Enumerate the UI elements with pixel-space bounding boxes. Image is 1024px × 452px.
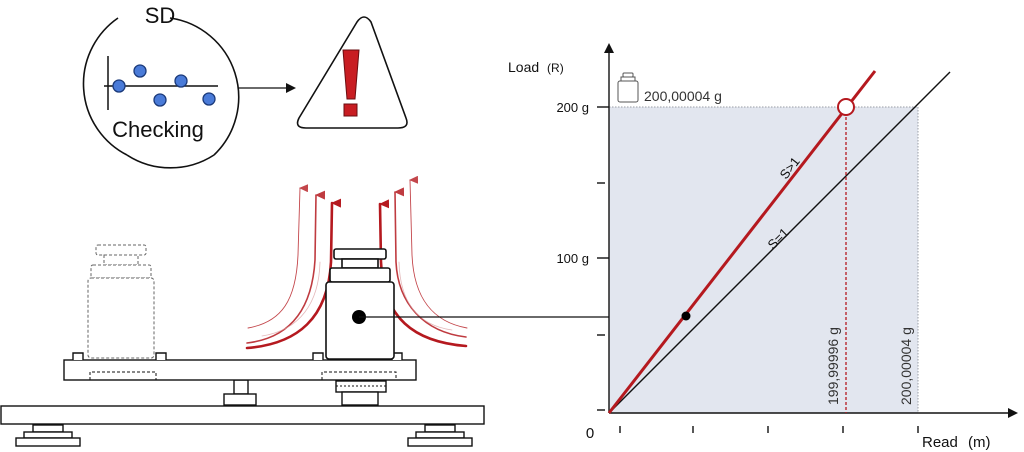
line-unity-sensitivity <box>608 71 951 414</box>
origin-label: 0 <box>586 425 594 442</box>
x-marker-right-label: 200,00004 g <box>898 327 914 405</box>
y-tick-label-100: 100 g <box>556 251 589 266</box>
y-ticks <box>597 106 609 411</box>
test-weight <box>325 248 395 360</box>
y-tick-label-200: 200 g <box>556 100 589 115</box>
sd-scatter-points <box>112 64 216 107</box>
balance-base-plate <box>0 405 485 425</box>
sd-point <box>112 79 126 93</box>
x-axis-label: Read <box>922 434 958 451</box>
x-axis-title: Read (m) <box>922 434 991 451</box>
y-axis-title: Load (R) <box>508 59 564 75</box>
sd-point <box>133 64 147 78</box>
x-marker-left-label: 199,99996 g <box>825 327 841 405</box>
sd-point <box>202 92 216 106</box>
balance-foot-left <box>15 424 81 447</box>
sd-point <box>174 74 188 88</box>
calibration-chart: 100 g 200 g 0 Load (R) Read (m) 200,0000… <box>508 43 1018 451</box>
line-high-sensitivity <box>607 70 877 414</box>
y-axis-label: Load <box>508 59 539 75</box>
sd-point <box>153 93 167 107</box>
sd-subtitle: Checking <box>112 117 204 142</box>
top-weight-label: 200,00004 g <box>644 88 722 104</box>
air-flow-arrows-left <box>245 184 342 350</box>
sd-title: SD <box>145 3 176 28</box>
balance-scale <box>0 352 485 447</box>
y-axis-unit: (R) <box>547 61 564 75</box>
weight-icon <box>617 72 639 103</box>
intersection-open-marker <box>837 98 855 116</box>
warning-triangle-icon <box>296 16 408 129</box>
x-ticks <box>619 426 919 433</box>
sd-checking-panel: SD Checking <box>82 3 240 169</box>
balance-foot-right <box>407 424 473 447</box>
load-point-marker <box>681 311 691 321</box>
weighing-pan <box>63 359 417 381</box>
ghost-weight <box>87 244 155 359</box>
x-axis-unit: (m) <box>968 434 991 451</box>
